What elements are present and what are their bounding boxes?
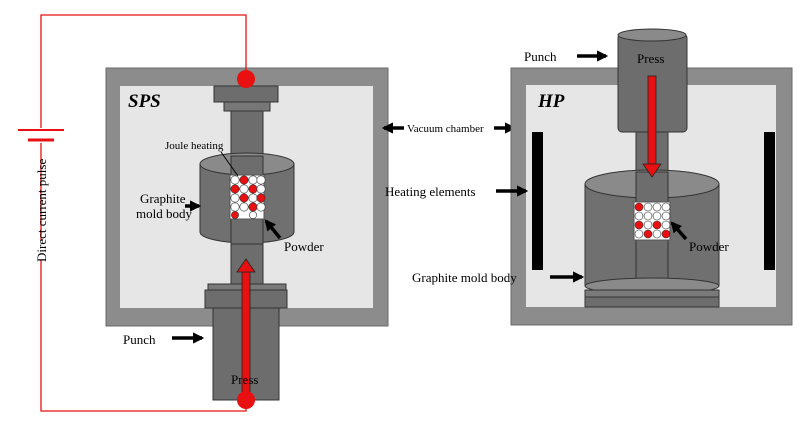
- hp-heating-element-left: [532, 132, 543, 270]
- sps-top-spacer: [223, 101, 271, 112]
- sps-powder-arrow: [264, 219, 282, 240]
- sps-bottom-contact: [237, 391, 255, 409]
- hp-press-label: Press: [637, 51, 664, 66]
- hp-panel: HP Punch Press Heating elements Powder G…: [385, 28, 793, 326]
- sps-title: SPS: [128, 91, 161, 112]
- sps-punch-label: Punch: [123, 332, 156, 347]
- hp-base-plate-lower: [584, 296, 720, 308]
- sps-panel: SPS Direct current pulse Joule heating G…: [18, 14, 389, 412]
- hp-press-arrow-head: [642, 163, 662, 178]
- hp-heating-label: Heating elements: [385, 184, 476, 199]
- hp-upper-punch-top: [617, 28, 687, 42]
- sps-top-electrode: [213, 85, 279, 103]
- sps-powder-label: Powder: [284, 239, 324, 254]
- hp-powder-arrow: [670, 221, 688, 241]
- hp-powder-label: Powder: [689, 239, 729, 254]
- sps-press-arrow-head: [236, 258, 256, 273]
- hp-base-plate: [584, 289, 720, 298]
- sps-joule-label: Joule heating: [165, 140, 224, 152]
- hp-punch-label: Punch: [524, 49, 557, 64]
- hp-heating-element-right: [764, 132, 775, 270]
- sps-powder-particles: [230, 175, 266, 219]
- vacuum-label-group: Vacuum chamber: [381, 122, 517, 135]
- sps-mold-label-2: mold body: [136, 206, 192, 221]
- hp-press-arrow-shaft: [647, 75, 657, 165]
- hp-title: HP: [537, 91, 565, 112]
- sps-press-label: Press: [231, 372, 258, 387]
- sps-joule-pointer: [220, 151, 239, 177]
- sps-mold-label-1: Graphite: [140, 191, 186, 206]
- sps-top-contact: [237, 70, 255, 88]
- sps-circuit-label: Direct current pulse: [34, 159, 49, 262]
- hp-mold-label: Graphite mold body: [412, 270, 517, 285]
- hp-powder-particles: [634, 202, 671, 239]
- vacuum-label: Vacuum chamber: [407, 123, 484, 135]
- sps-mold-bore-lower: [230, 217, 264, 245]
